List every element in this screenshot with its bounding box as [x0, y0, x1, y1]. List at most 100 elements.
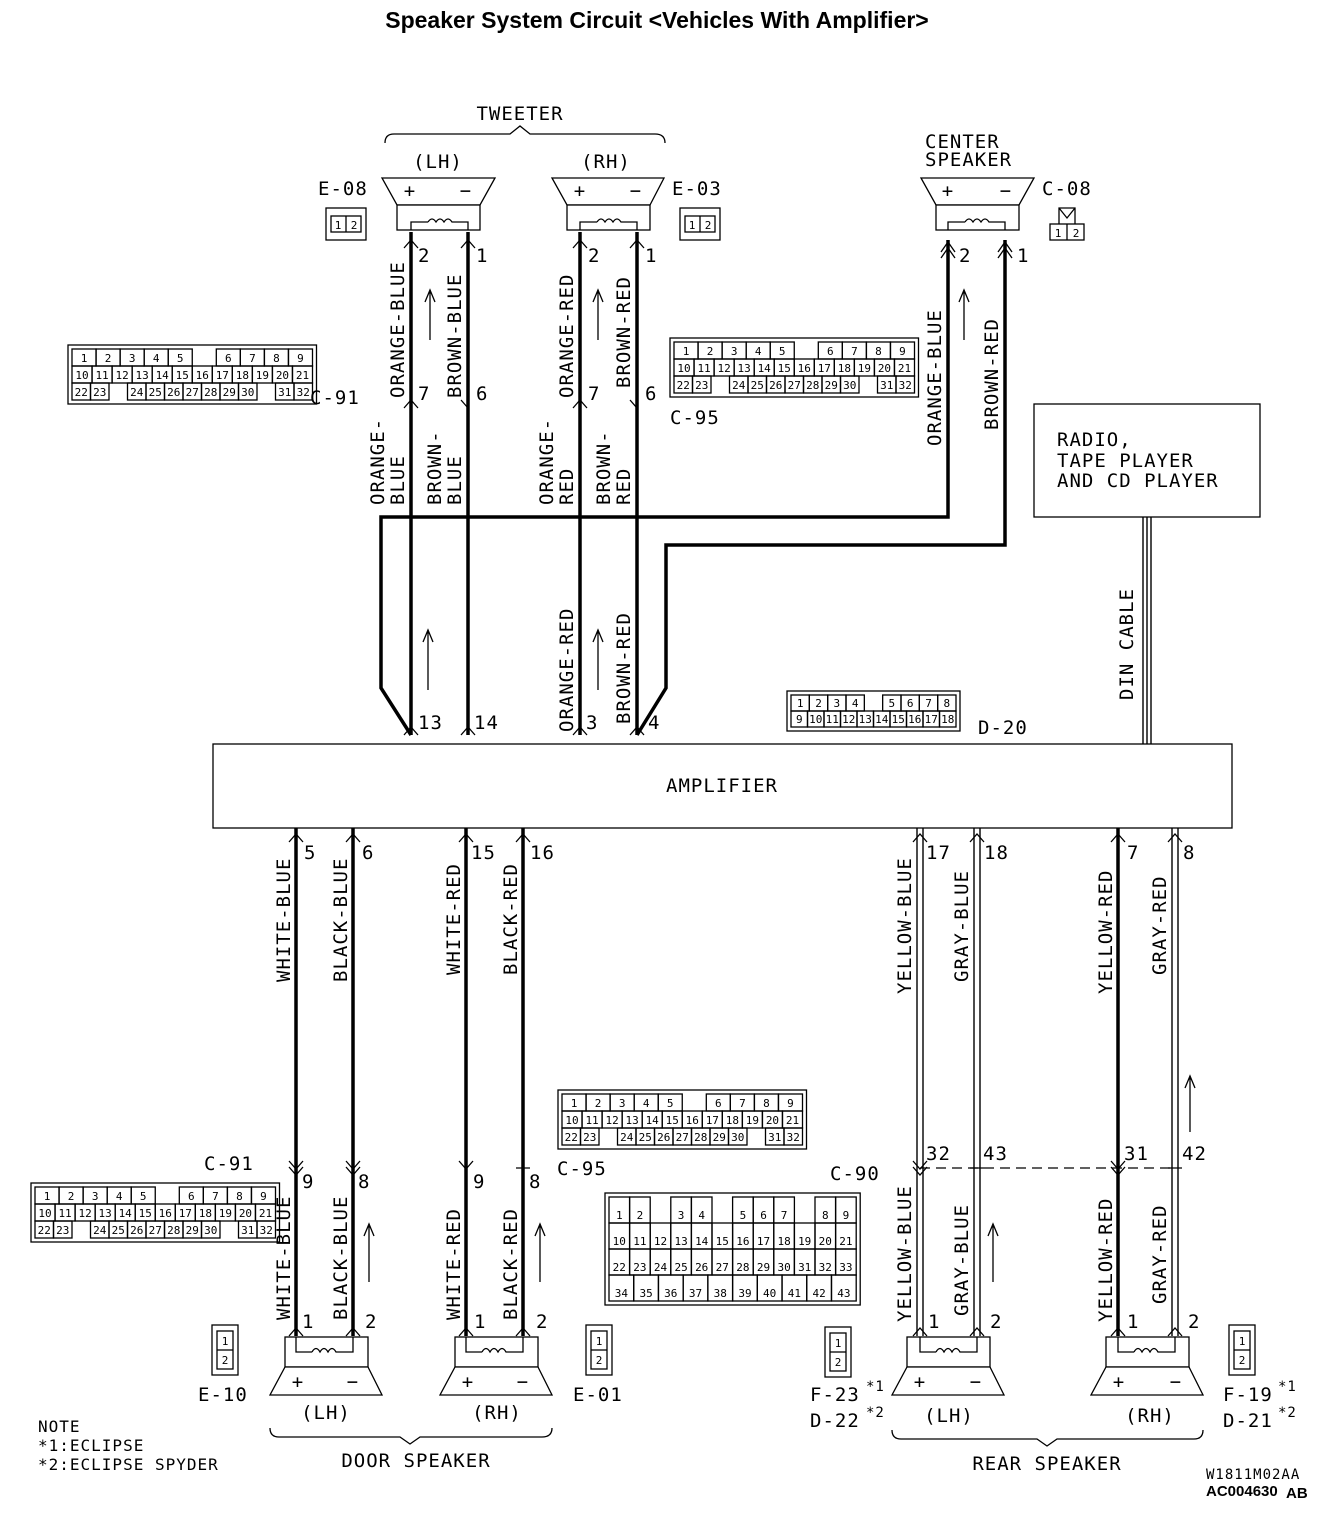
f19-note-mark: *1 — [1278, 1379, 1297, 1395]
radio-box — [1033, 403, 1261, 518]
label-brown-blue-tweeter-lh: BROWN-BLUE — [444, 274, 466, 398]
c91-lower-pin-label: 17 — [179, 1207, 192, 1220]
c91-lower-pin-label: 32 — [260, 1224, 273, 1237]
c95-lower-pin-label: 22 — [565, 1131, 578, 1144]
wire-yellow-blue — [916, 828, 924, 1336]
c95-upper-pin-label: 22 — [677, 379, 690, 392]
label-orange-red-tweeter-rh: ORANGE-RED — [556, 274, 578, 398]
c95-upper-pin-label: 12 — [717, 362, 730, 375]
c91-upper-pin-label: 29 — [223, 386, 236, 399]
pin-c91-6: 6 — [476, 383, 488, 405]
c95-upper-pin-label: 24 — [732, 379, 746, 392]
c95-lower-pin-label: 19 — [746, 1114, 759, 1127]
label-orange-red-amp: ORANGE-RED — [556, 608, 578, 732]
label-yellow-blue-upper: YELLOW-BLUE — [894, 857, 916, 994]
c95-upper-pin-label: 30 — [843, 379, 856, 392]
c90-pin-label: 16 — [736, 1235, 749, 1248]
door-speaker-lh: + − — [268, 1336, 384, 1396]
connector-c91-lower: C-91 — [204, 1153, 254, 1175]
drawing-code-2: AC004630 — [1206, 1483, 1278, 1500]
c91-lower-pin-label: 18 — [199, 1207, 212, 1220]
c90-pin-label: 8 — [822, 1209, 829, 1222]
tweeter-lh-plus: + — [404, 180, 416, 202]
pin-amp-16: 16 — [530, 842, 555, 864]
c91-upper-pin-label: 3 — [129, 352, 136, 365]
label-red-c95-lower: RED — [556, 468, 578, 505]
center-speaker: + − — [919, 177, 1036, 231]
d21-note-mark: *2 — [1278, 1405, 1297, 1421]
c90-cell — [830, 1274, 857, 1302]
c91-upper-pin-label: 1 — [81, 352, 88, 365]
pin-e01-1: 1 — [474, 1311, 486, 1333]
c95-upper-pin-label: 5 — [779, 345, 786, 358]
label-black-red-lower: BLACK-RED — [500, 1208, 522, 1320]
tweeter-bracket — [384, 125, 666, 144]
c90-pin-label: 33 — [839, 1261, 852, 1274]
label-brown-red-tweeter-rh: BROWN-RED — [613, 276, 635, 388]
c95-upper-pin-label: 20 — [878, 362, 891, 375]
c95-lower-pin-label: 16 — [686, 1114, 699, 1127]
c91-lower-pin-label: 20 — [239, 1207, 252, 1220]
c90-pin-label: 32 — [819, 1261, 832, 1274]
c90-pin-label: 23 — [633, 1261, 646, 1274]
arrow-up-center — [958, 288, 970, 340]
c90-outline — [604, 1192, 861, 1306]
d20-outline — [786, 690, 961, 732]
pin-c95-7: 7 — [588, 383, 600, 405]
c90-pin-label: 21 — [839, 1235, 852, 1248]
door-rh-label: (RH) — [472, 1402, 522, 1424]
c95-upper-pin-label: 17 — [818, 362, 831, 375]
c91-upper-pin-label: 16 — [196, 369, 209, 382]
pin-amp-13: 13 — [418, 712, 443, 734]
c95-lower-pin-label: 14 — [646, 1114, 660, 1127]
f19-pin-1: 1 — [1239, 1335, 1246, 1348]
connector-f23: F-23 — [810, 1384, 860, 1406]
label-red-brown-c95-lower: RED — [613, 468, 635, 505]
d20-pin-label: 2 — [815, 697, 822, 710]
c90-pin-label: 15 — [716, 1235, 729, 1248]
pin-c08-1: 1 — [1017, 245, 1029, 267]
c91-lower-cell — [52, 1220, 73, 1239]
rear-rh-plus: + — [1113, 1371, 1125, 1393]
e10-pin-2: 2 — [222, 1354, 229, 1367]
c90-pin-label: 35 — [639, 1287, 652, 1300]
arrow-up-rear-rh — [1184, 1074, 1196, 1132]
c91-upper-pin-label: 17 — [216, 369, 229, 382]
c90-pin-label: 41 — [788, 1287, 801, 1300]
connector-d20: D-20 — [978, 717, 1028, 739]
c95-lower-pin-label: 5 — [667, 1097, 674, 1110]
c95-lower-pin-label: 29 — [713, 1131, 726, 1144]
tweeter-lh-speaker: + − — [380, 177, 497, 231]
c91-upper-pin-label: 2 — [105, 352, 112, 365]
c90-pin-label: 25 — [674, 1261, 687, 1274]
wire-gray-red — [1171, 828, 1179, 1336]
e08-pin-1: 1 — [335, 219, 342, 232]
radio-label-1: RADIO, — [1057, 429, 1132, 451]
c91-upper-pin-label: 10 — [75, 369, 88, 382]
pin-c90-42: 42 — [1182, 1143, 1207, 1165]
c95-upper-pin-label: 6 — [827, 345, 834, 358]
e08-connector-face: 1 2 — [325, 207, 367, 241]
drawing-code-1: W1811M02AA — [1206, 1467, 1300, 1483]
label-brown-c91-lower: BROWN- — [424, 430, 446, 505]
tweeter-rh-label: (RH) — [581, 151, 631, 173]
c95-upper-pin-label: 18 — [838, 362, 851, 375]
c95-upper-pin-label: 28 — [806, 379, 819, 392]
c95-lower-pin-label: 2 — [595, 1097, 602, 1110]
c90-pin-label: 7 — [781, 1209, 788, 1222]
d20-pin-label: 13 — [859, 713, 872, 726]
label-orange-c95-lower: ORANGE- — [536, 418, 558, 505]
c90-pin-label: 30 — [777, 1261, 790, 1274]
c90-pin-label: 28 — [736, 1261, 749, 1274]
pin-amp-8: 8 — [1183, 842, 1195, 864]
c90-pin-label: 37 — [689, 1287, 702, 1300]
c95-upper-pin-label: 9 — [899, 345, 906, 358]
f23-connector-face: 1 2 — [824, 1326, 852, 1378]
c91-lower-pin-label: 29 — [186, 1224, 199, 1237]
f19-pin-2: 2 — [1239, 1354, 1246, 1367]
c95-lower-pin-label: 24 — [620, 1131, 634, 1144]
c91-lower-pin-label: 7 — [212, 1190, 219, 1203]
